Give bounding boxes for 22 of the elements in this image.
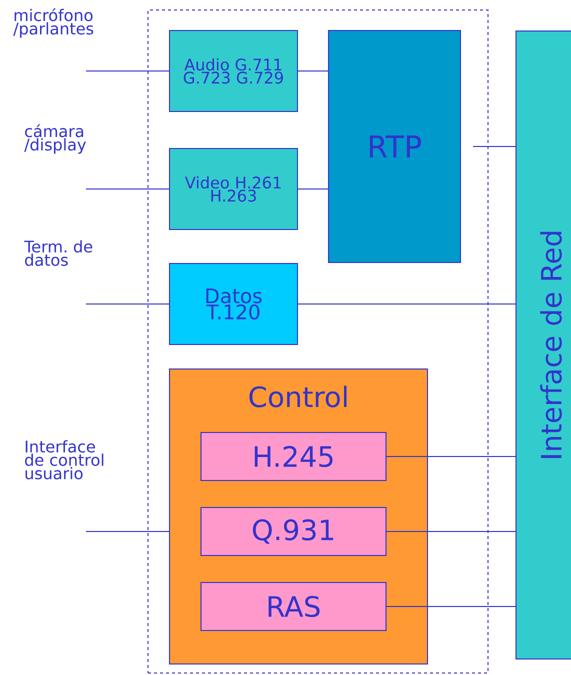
process-box: Video H.261 H.263: [169, 148, 298, 230]
process-box: H.245: [200, 432, 386, 481]
connector-line: [386, 531, 516, 532]
label-text: micrófono /parlantes: [13, 8, 94, 38]
process-box: RTP: [328, 30, 461, 263]
process-box: Q.931: [200, 507, 386, 556]
connector-line: [386, 456, 516, 457]
interface-bar: Interface de Red: [516, 30, 571, 660]
connector-line: [298, 188, 328, 190]
process-box: Audio G.711 G.723 G.729: [169, 30, 298, 112]
connector-line: [472, 146, 516, 147]
process-box: Datos T.120: [169, 263, 298, 345]
connector-line: [86, 70, 170, 72]
dashed-frame: [148, 10, 488, 674]
label-text: cámara /display: [24, 124, 86, 154]
connector-line: [86, 188, 170, 190]
connector-line: [86, 531, 170, 532]
label-text: Term. de datos: [24, 240, 92, 266]
process-box: RAS: [200, 582, 386, 631]
label-text: Interface de control usuario: [25, 440, 104, 480]
connector-line: [386, 606, 516, 607]
connector-line: [298, 70, 328, 72]
